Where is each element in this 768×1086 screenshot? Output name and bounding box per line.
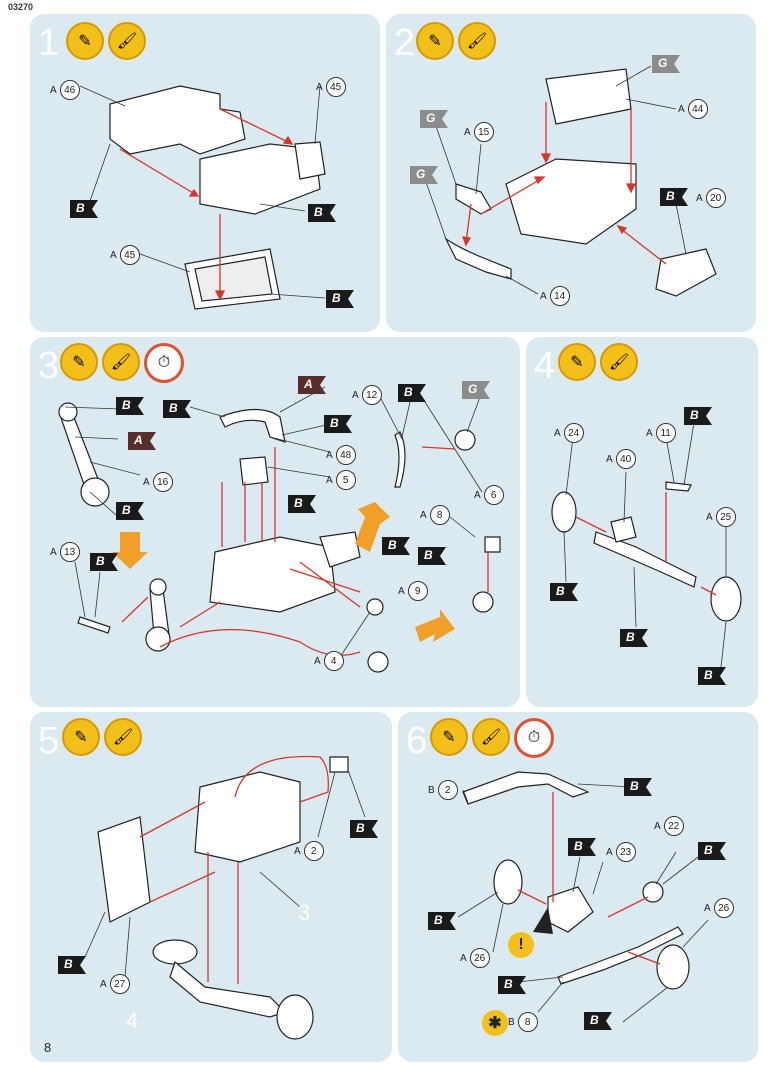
ref-step-4: 4 [126,1008,139,1033]
paint-flag: B [550,583,578,601]
paint-flag: B [324,415,352,433]
gear-icon: ✱ [482,1010,508,1036]
glue-icon: ✎ [558,343,596,381]
paint-flag: B [698,842,726,860]
paint-icon: 🖌 [458,22,496,60]
glue-icon: ✎ [66,22,104,60]
paint-flag: B [288,495,316,513]
paint-flag: A [128,432,156,450]
paint-flag: B [70,200,98,218]
paint-flag: B [428,912,456,930]
step-number: 1 [38,22,60,64]
paint-flag: A [298,376,326,394]
page-number: 8 [44,1040,52,1055]
glue-icon: ✎ [416,22,454,60]
paint-flag: B [326,290,354,308]
step-5-illustration [84,755,366,1040]
paint-icon: 🖌 [472,718,510,756]
paint-flag: B [568,838,596,856]
step-number: 6 [406,720,428,762]
glue-icon: ✎ [62,718,100,756]
paint-flag: G [652,55,680,73]
paint-flag: B [398,384,426,402]
paint-flag: B [660,188,688,206]
paint-flag: B [498,976,526,994]
paint-flag: B [684,407,712,425]
step-6-illustration [457,771,709,1023]
paint-flag: B [58,956,86,974]
step-1-illustration [79,85,326,310]
paint-flag: B [584,1012,612,1030]
paint-flag: G [410,166,438,184]
paint-flag: B [163,400,191,418]
step-2-illustration [425,65,717,297]
paint-flag: B [382,537,410,555]
glue-icon: ✎ [430,718,468,756]
paint-flag: G [420,110,448,128]
paint-flag: G [462,381,490,399]
step-3-illustration [58,386,501,673]
paint-icon: 🖌 [108,22,146,60]
paint-flag: B [620,629,648,647]
paint-flag: B [350,820,378,838]
paint-flag: B [116,397,144,415]
step-number: 5 [38,720,60,762]
paint-flag: B [418,547,446,565]
paint-icon: 🖌 [104,718,142,756]
paint-icon: 🖌 [600,343,638,381]
ref-step-3: 3 [298,900,311,925]
paint-flag: B [116,502,144,520]
paint-flag: B [308,204,336,222]
clock-icon: ⏱ [514,718,554,758]
paint-flag: B [624,778,652,796]
step-number: 3 [38,345,60,387]
paint-flag: B [698,667,726,685]
paint-flag: B [90,553,118,571]
clock-icon: ⏱ [144,343,184,383]
kit-code: 03270 [8,2,34,12]
glue-icon: ✎ [60,343,98,381]
warning-icon: ! [508,932,534,958]
step-4-illustration [551,421,742,668]
step-number: 2 [394,22,416,64]
step-number: 4 [534,345,556,387]
paint-icon: 🖌 [102,343,140,381]
